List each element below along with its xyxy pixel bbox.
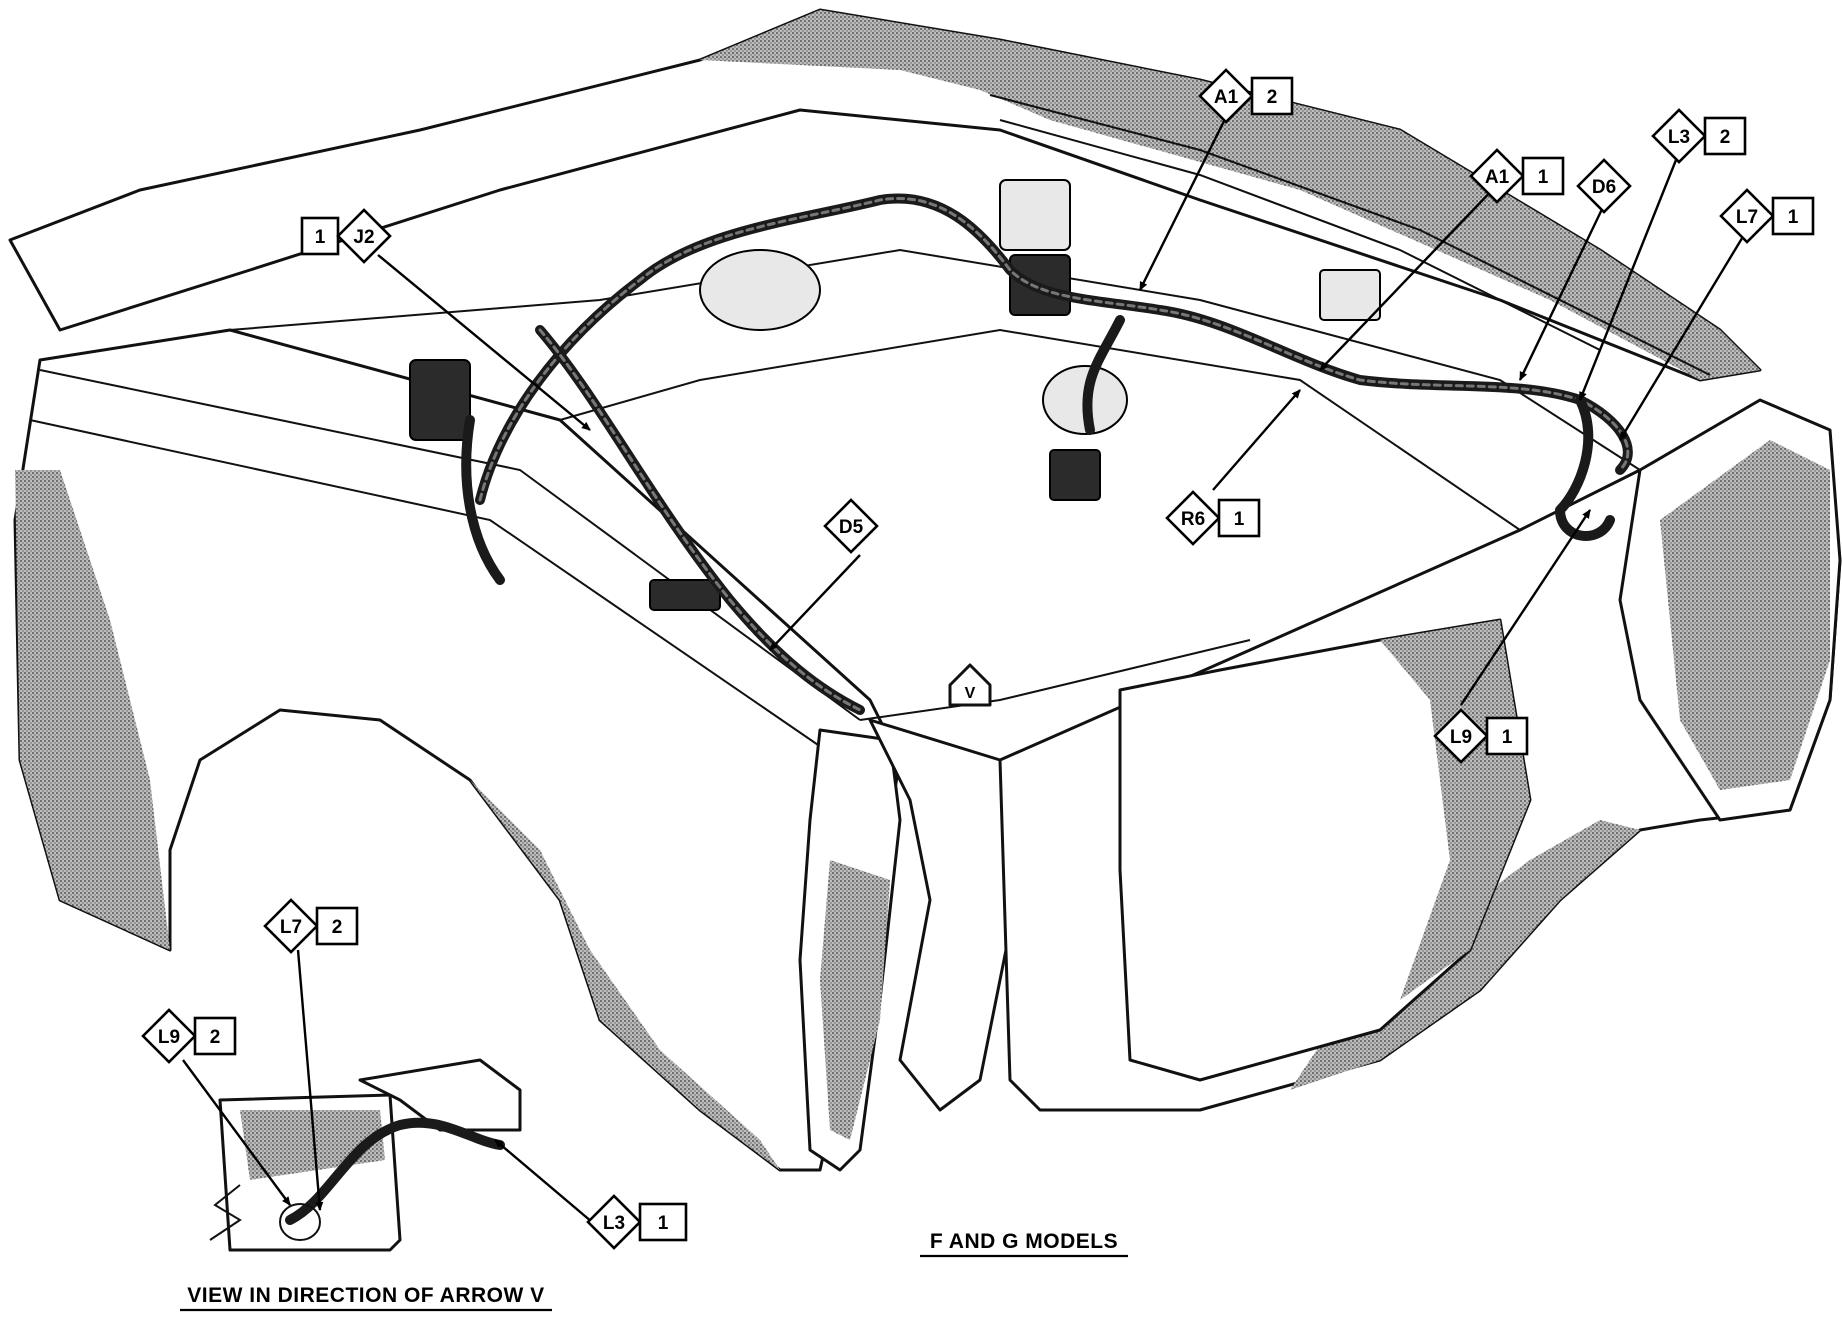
left-junction-block <box>409 359 471 441</box>
vehicle-front-end-illustration: V <box>8 8 1842 1172</box>
left-connector <box>649 579 721 611</box>
captions: F AND G MODELS VIEW IN DIRECTION OF ARRO… <box>180 1230 1128 1312</box>
callout-a1-2: A1 2 <box>1198 68 1294 124</box>
callout-j2-1: 1 J2 <box>300 208 392 264</box>
right-lamp-harness-branch <box>1555 395 1615 541</box>
svg-text:L7: L7 <box>1736 207 1758 228</box>
callout-d6: D6 <box>1576 158 1632 214</box>
inset-view-arrow-v <box>209 1058 522 1252</box>
svg-text:1: 1 <box>315 227 326 248</box>
svg-text:1: 1 <box>1788 207 1799 228</box>
inset-caption: VIEW IN DIRECTION OF ARROW V <box>187 1284 544 1307</box>
svg-text:D6: D6 <box>1592 177 1616 198</box>
svg-text:L3: L3 <box>603 1213 625 1234</box>
svg-text:1: 1 <box>1502 727 1513 748</box>
svg-text:D5: D5 <box>839 517 864 538</box>
cowl-shading <box>700 10 1760 380</box>
svg-text:2: 2 <box>210 1027 221 1048</box>
svg-text:L9: L9 <box>1450 727 1472 748</box>
callout-l3-2: L3 2 <box>1651 108 1747 164</box>
callout-l7-2: L7 2 <box>263 898 359 954</box>
main-caption: F AND G MODELS <box>930 1230 1118 1253</box>
master-cylinder <box>699 249 821 331</box>
svg-text:A1: A1 <box>1214 87 1239 108</box>
svg-text:L3: L3 <box>1668 127 1690 148</box>
svg-text:1: 1 <box>1538 167 1549 188</box>
svg-text:2: 2 <box>1720 127 1731 148</box>
svg-text:2: 2 <box>1267 87 1278 108</box>
svg-text:2: 2 <box>332 917 343 938</box>
callout-a1-1: A1 1 <box>1469 148 1565 204</box>
relay-block <box>999 179 1071 251</box>
inset-harness <box>285 1117 505 1225</box>
wiper-motor <box>1049 449 1101 501</box>
inset-support-bracket <box>358 1058 522 1132</box>
callout-r6-1: R6 1 <box>1165 490 1261 546</box>
callout-d5: D5 <box>823 498 879 554</box>
left-fender-shading <box>15 470 170 950</box>
svg-text:R6: R6 <box>1181 509 1205 530</box>
inset-lamp-socket <box>279 1203 321 1241</box>
arrow-v-label: V <box>965 685 976 702</box>
leader-lines <box>182 94 1749 1223</box>
svg-text:1: 1 <box>658 1213 669 1234</box>
svg-text:L9: L9 <box>158 1027 180 1048</box>
callout-l3-1: L3 1 <box>586 1194 688 1250</box>
svg-text:L7: L7 <box>280 917 302 938</box>
svg-text:J2: J2 <box>353 227 374 248</box>
callout-l9-2: L9 2 <box>141 1008 237 1064</box>
left-lamp-harness-branch <box>461 415 505 585</box>
right-junction <box>1319 269 1381 321</box>
callout-labels: A1 2 L3 2 A1 1 D6 L7 1 <box>141 68 1815 1250</box>
callout-l7-1: L7 1 <box>1719 188 1815 244</box>
svg-text:A1: A1 <box>1485 167 1510 188</box>
svg-text:1: 1 <box>1234 509 1245 530</box>
engine-harness-branch <box>1082 315 1125 435</box>
arrow-v-marker <box>948 663 992 707</box>
callout-l9-1: L9 1 <box>1433 708 1529 764</box>
